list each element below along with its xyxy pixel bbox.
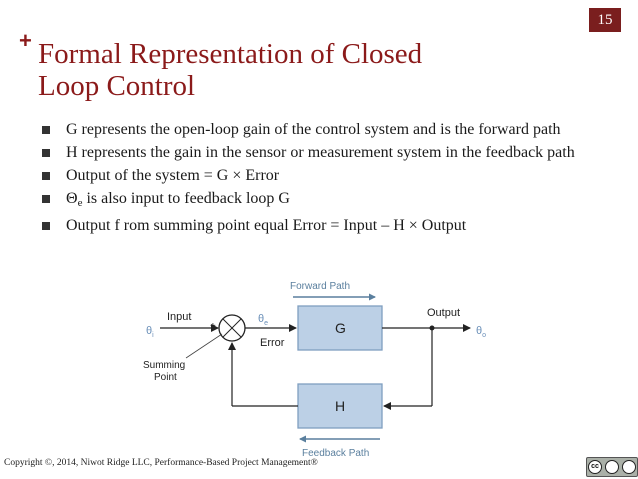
bullet-item: H represents the gain in the sensor or m…: [42, 143, 582, 163]
bullet-text: Output of the system = G × Error: [66, 167, 280, 184]
copyright-footer: Copyright ©, 2014, Niwot Ridge LLC, Perf…: [4, 458, 318, 468]
bullet-square-icon: [42, 172, 50, 180]
theta-subscript: e: [77, 197, 83, 209]
summing-callout-line: [185, 333, 223, 359]
theta-o-label: θo: [476, 325, 486, 339]
creative-commons-license-icon[interactable]: cc: [586, 457, 638, 477]
slide-number: 15: [589, 8, 621, 32]
bullet-text: is also input to feedback loop G: [86, 190, 290, 207]
bullet-square-icon: [42, 195, 50, 203]
bullet-square-icon: [42, 222, 50, 230]
bullet-text: H represents the gain in the sensor or m…: [66, 144, 575, 161]
bullet-item: Output of the system = G × Error: [42, 166, 582, 186]
plus-sign: +: [210, 321, 216, 332]
error-label: Error: [260, 337, 285, 349]
gain-block-g: [297, 305, 383, 351]
feedback-path-label: Feedback Path: [302, 448, 369, 458]
by-person-icon: [605, 460, 619, 474]
summing-cross-line: [222, 318, 242, 338]
theta-e-label: θe: [258, 313, 268, 327]
plus-mark: +: [19, 28, 32, 53]
summing-point-label: Point: [154, 372, 177, 383]
bullet-item: G represents the open-loop gain of the c…: [42, 120, 582, 140]
bullet-item: Θe is also input to feedback loop G: [42, 189, 582, 213]
minus-sign: -: [229, 335, 233, 347]
input-label: Input: [167, 311, 191, 323]
output-label: Output: [427, 307, 460, 319]
bullet-text: G represents the open-loop gain of the c…: [66, 121, 561, 138]
block-g-label: G: [335, 320, 346, 336]
bullet-square-icon: [42, 149, 50, 157]
bullet-item: Output f rom summing point equal Error =…: [42, 216, 582, 236]
forward-path-label: Forward Path: [290, 281, 350, 292]
closed-loop-diagram: Forward Path θi Input + - θe Error G Out…: [143, 281, 486, 458]
theta-symbol: Θ: [66, 190, 78, 207]
block-h-label: H: [335, 398, 345, 414]
bullet-text: Output f rom summing point equal Error =…: [66, 217, 467, 234]
sa-circle-icon: [622, 460, 636, 474]
theta-i-label: θi: [146, 325, 154, 339]
bullet-list: G represents the open-loop gain of the c…: [42, 120, 582, 239]
cc-circle-icon: cc: [588, 460, 602, 474]
bullet-square-icon: [42, 126, 50, 134]
gain-block-h: [297, 383, 383, 429]
slide-title: Formal Representation of Closed Loop Con…: [38, 38, 423, 102]
summing-point-label: Summing: [143, 360, 185, 371]
